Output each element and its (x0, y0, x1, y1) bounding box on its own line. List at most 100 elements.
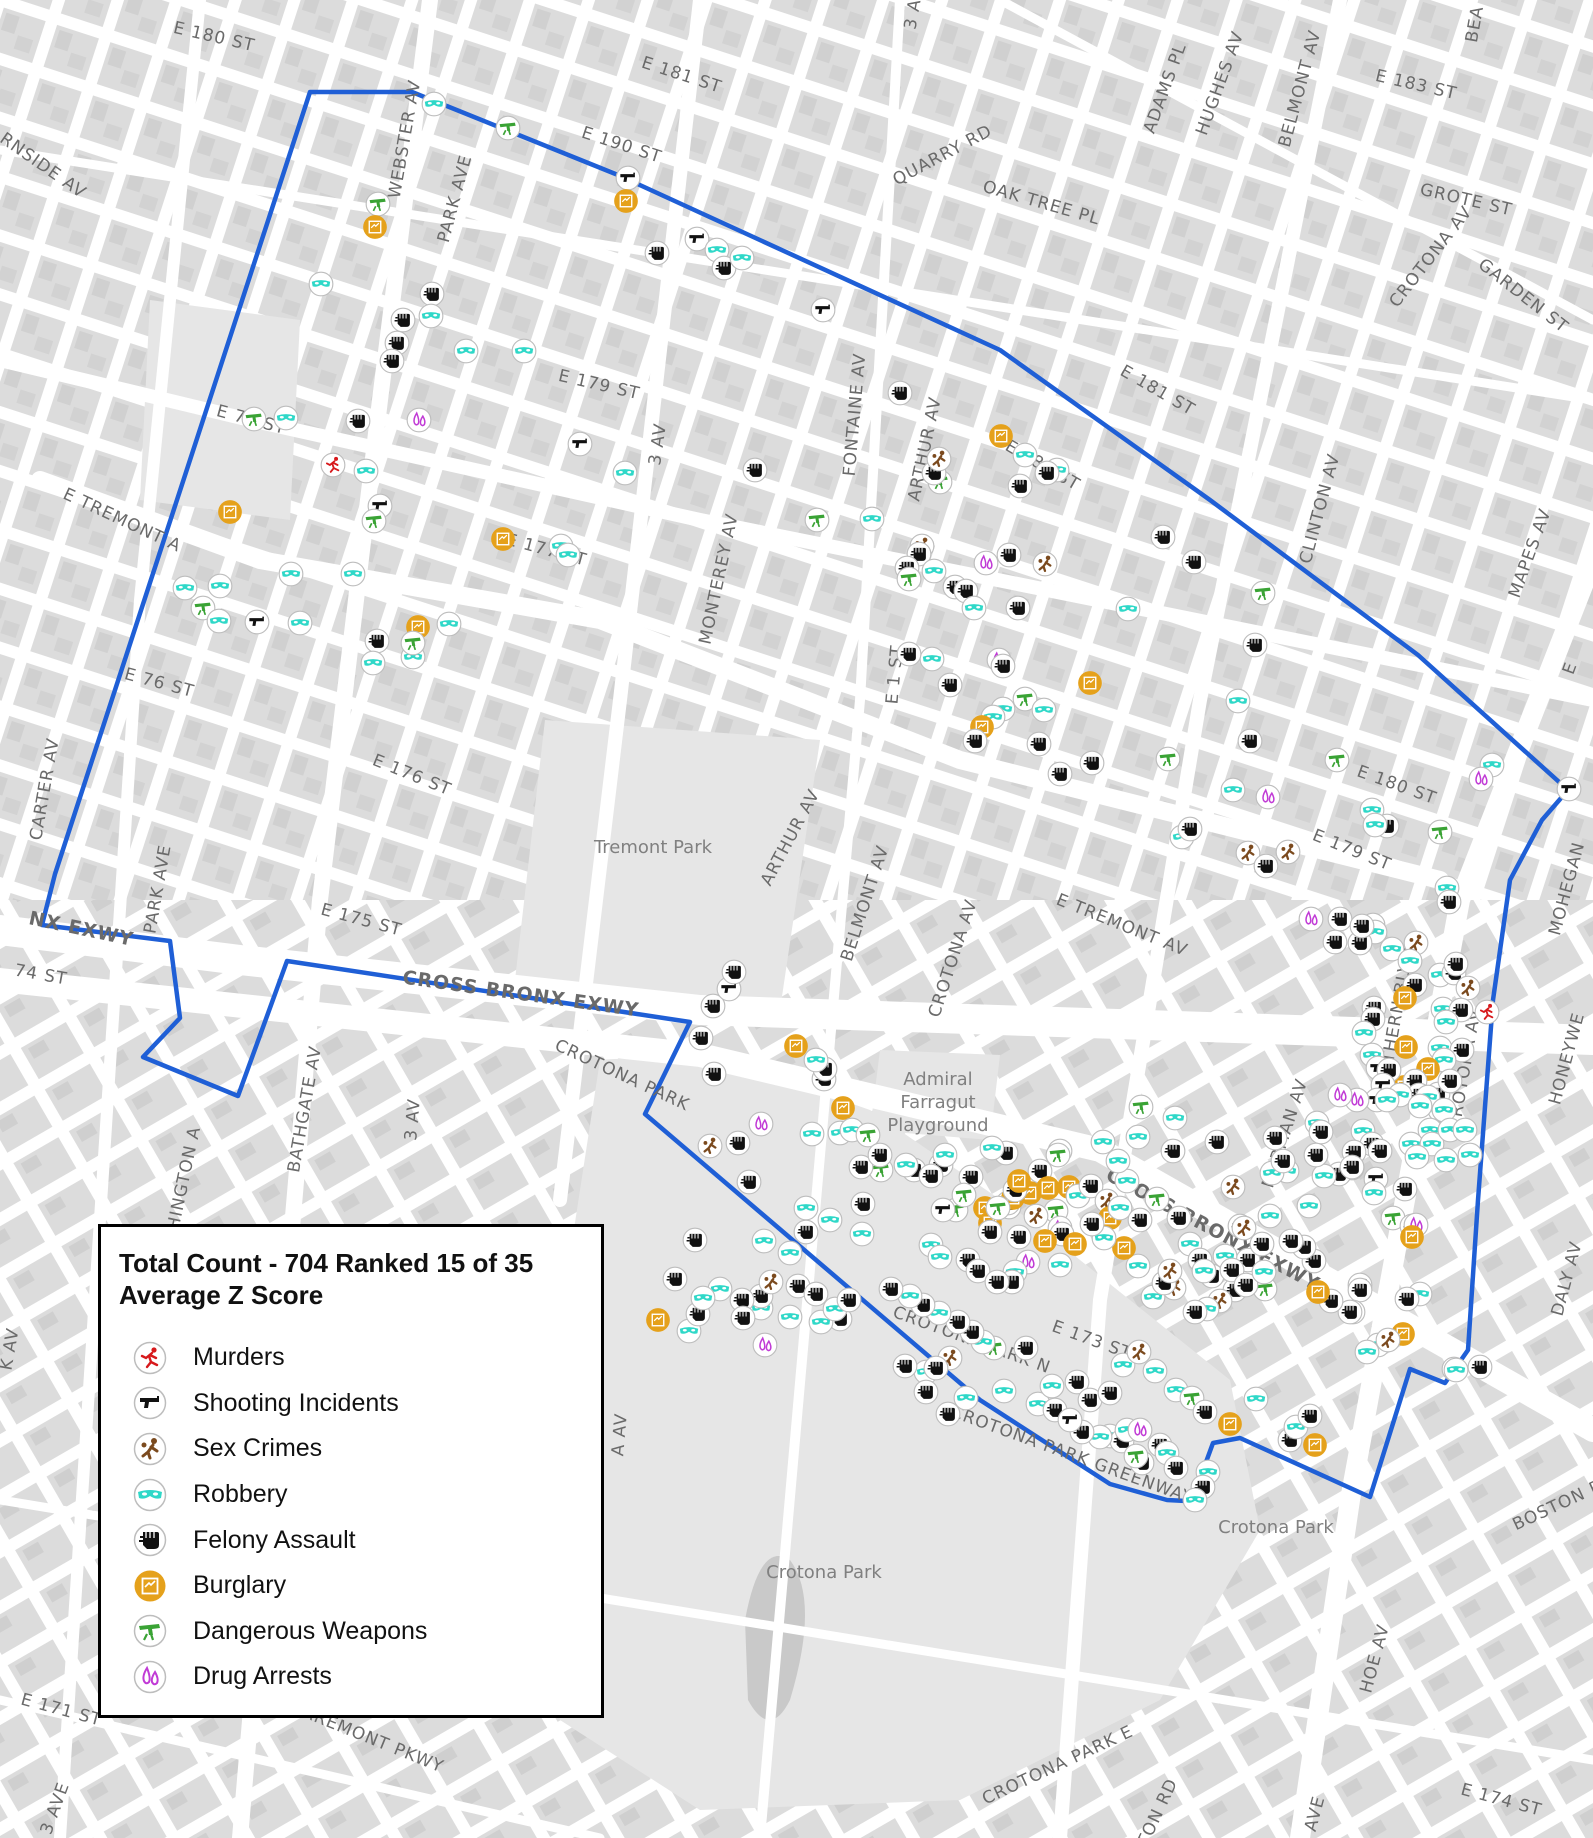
mask-icon (172, 575, 198, 601)
park-label: Crotona Park (766, 1562, 882, 1583)
fist-icon (1007, 473, 1033, 499)
fist-icon (133, 1523, 167, 1557)
legend-item-robbery: Robbery (119, 1472, 583, 1518)
legend-title: Total Count - 704 Ranked 15 of 35 (119, 1248, 534, 1278)
fist-icon (1034, 460, 1060, 486)
fist-icon (1097, 1380, 1123, 1406)
fist-icon (1349, 913, 1375, 939)
weapon-icon (1128, 1094, 1154, 1120)
burglary-icon (988, 423, 1014, 449)
legend-item-label: Murders (193, 1343, 285, 1372)
mask-icon (1407, 1093, 1433, 1119)
gun-icon (930, 1197, 956, 1223)
fist-icon (1467, 1354, 1493, 1380)
fist-icon (1079, 750, 1105, 776)
weapon-icon (133, 1614, 167, 1648)
gun-icon (133, 1386, 167, 1420)
sex-crime-icon (133, 1432, 167, 1466)
fist-icon (721, 959, 747, 985)
drug-icon (133, 1660, 167, 1694)
mask-icon (453, 338, 479, 364)
mask-icon (1354, 1339, 1380, 1365)
legend-item-dangerous-weapons: Dangerous Weapons (119, 1609, 583, 1655)
mask-icon (1191, 1258, 1217, 1284)
gun-icon (1556, 776, 1582, 802)
weapon-icon (1123, 1443, 1149, 1469)
sex-crime-icon (758, 1269, 784, 1295)
fist-icon (345, 408, 371, 434)
fist-icon (644, 240, 670, 266)
drug-icon (752, 1332, 778, 1358)
fist-icon (1367, 1138, 1393, 1164)
fist-icon (1278, 1228, 1304, 1254)
weapon-icon (1155, 746, 1181, 772)
mask-icon (287, 610, 313, 636)
fist-icon (1436, 889, 1462, 915)
legend-item-label: Dangerous Weapons (193, 1616, 428, 1645)
mask-icon (953, 1385, 979, 1411)
legend-item-label: Shooting Incidents (193, 1388, 399, 1417)
gun-icon (567, 431, 593, 457)
fist-icon (867, 1142, 893, 1168)
fist-icon (1160, 1138, 1186, 1164)
fist-icon (1297, 1403, 1323, 1429)
fist-icon (1181, 549, 1207, 575)
mask-icon (777, 1240, 803, 1266)
fist-icon (1026, 731, 1052, 757)
fist-icon (878, 1276, 904, 1302)
fist-icon (1270, 1148, 1296, 1174)
mask-icon (133, 1478, 167, 1512)
fist-icon (1166, 1205, 1192, 1231)
fist-icon (1394, 1286, 1420, 1312)
drug-icon (748, 1111, 774, 1137)
mask-icon (1362, 812, 1388, 838)
fist-icon (977, 1219, 1003, 1245)
legend-item-label: Robbery (193, 1480, 288, 1509)
drug-icon (1255, 784, 1281, 810)
mask-icon (991, 1378, 1017, 1404)
mask-icon (1361, 1180, 1387, 1206)
sex-crime-icon (926, 446, 952, 472)
mask-icon (1404, 1144, 1430, 1170)
mask-icon (1397, 948, 1423, 974)
fist-icon (1327, 906, 1353, 932)
mask-icon (1220, 777, 1246, 803)
gun-icon (615, 165, 641, 191)
fist-icon (419, 281, 445, 307)
fist-icon (701, 1061, 727, 1087)
burglary-icon (1035, 1175, 1061, 1201)
burglary-icon (1077, 670, 1103, 696)
mask-icon (612, 460, 638, 486)
fist-icon (984, 1269, 1010, 1295)
park-label: Crotona Park (1218, 1517, 1334, 1538)
weapon-icon (365, 191, 391, 217)
burglary-icon (783, 1033, 809, 1059)
legend-item-label: Sex Crimes (193, 1434, 323, 1463)
mask-icon (511, 338, 537, 364)
mask-icon (1433, 1147, 1459, 1173)
gun-icon (1057, 1407, 1083, 1433)
fist-icon (1127, 1207, 1153, 1233)
burglary-icon (1392, 985, 1418, 1011)
mask-icon (1115, 596, 1141, 622)
fist-icon (1079, 1211, 1105, 1237)
fist-icon (662, 1266, 688, 1292)
mask-icon (1374, 1087, 1400, 1113)
fist-icon (1047, 761, 1073, 787)
mask-icon (555, 542, 581, 568)
park-label: Playground (887, 1115, 988, 1136)
fist-icon (918, 1163, 944, 1189)
mask-icon (1251, 1259, 1277, 1285)
fist-icon (850, 1191, 876, 1217)
fist-icon (379, 348, 405, 374)
mask-icon (1105, 1148, 1131, 1174)
mask-icon (919, 646, 945, 672)
fist-icon (1339, 1154, 1365, 1180)
weapon-icon (1045, 1142, 1071, 1168)
mask-icon (436, 611, 462, 637)
mask-icon (690, 1285, 716, 1311)
mask-icon (418, 303, 444, 329)
mask-icon (360, 650, 386, 676)
mask-icon (1012, 442, 1038, 468)
